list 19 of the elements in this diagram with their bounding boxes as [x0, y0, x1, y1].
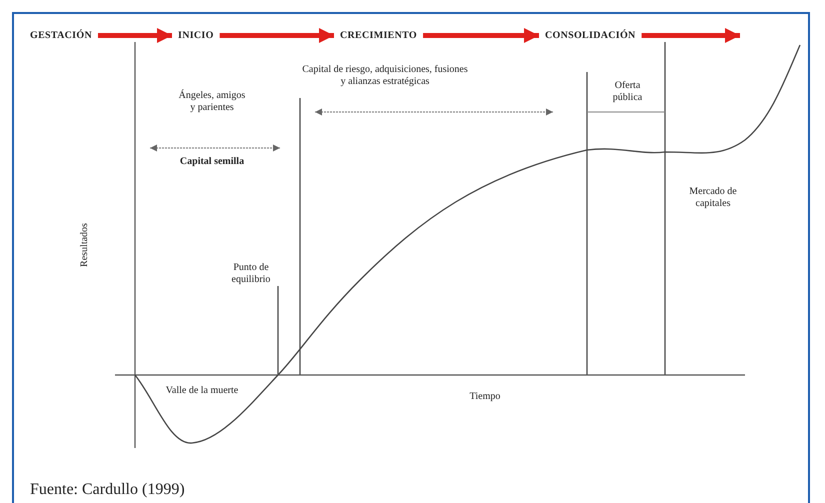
annotation-text: Ángeles, amigos y parientes — [178, 90, 246, 114]
stage-label: INICIO — [178, 30, 214, 41]
stage-label: GESTACIÓN — [30, 30, 92, 41]
axis-label: Resultados — [79, 222, 91, 269]
arrow — [423, 28, 539, 43]
arrow — [220, 28, 334, 43]
arrow — [642, 28, 740, 43]
arrow — [98, 28, 172, 43]
stage-label: CRECIMIENTO — [340, 30, 418, 41]
annotation-text: Capital de riesgo, adquisiciones, fusiones y alianzas estratégicas — [301, 64, 469, 88]
annotation-text: Mercado de capitales — [688, 186, 738, 210]
annotation-text: Punto de equilibrio — [222, 262, 280, 286]
annotation-text: Tiempo — [468, 391, 502, 403]
annotation-text: Oferta pública — [612, 80, 644, 104]
annotation-text: Valle de la muerte — [164, 385, 240, 397]
leader-line — [277, 286, 279, 375]
annotation-text: Capital semilla — [178, 156, 246, 168]
stage-label: CONSOLIDACIÓN — [545, 30, 636, 41]
source-caption: Fuente: Cardullo (1999) — [30, 481, 185, 499]
